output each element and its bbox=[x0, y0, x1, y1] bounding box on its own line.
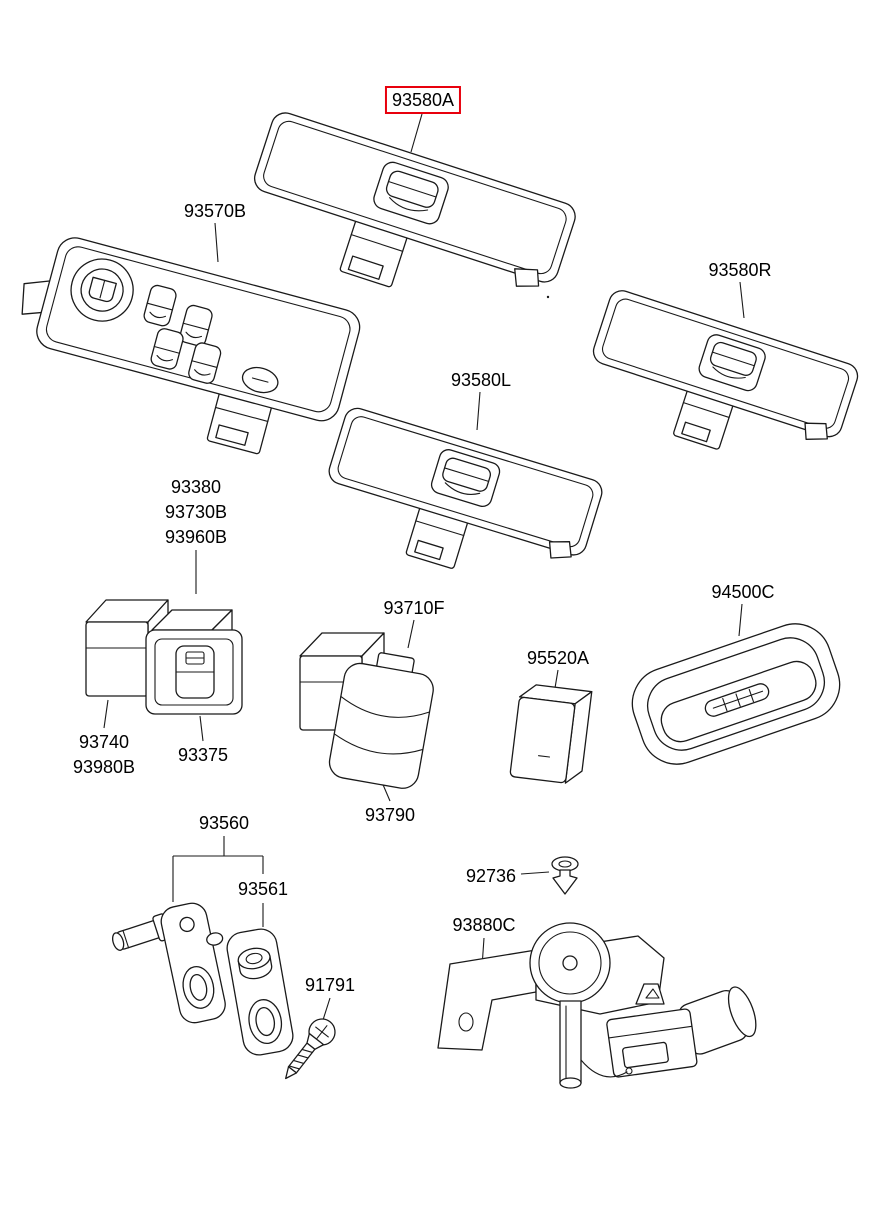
part-drawing-93561 bbox=[226, 928, 294, 1056]
part-label-93710F[interactable]: 93710F bbox=[383, 598, 445, 618]
part-label-93980B[interactable]: 93980B bbox=[72, 757, 136, 777]
part-drawing-95520A bbox=[509, 684, 593, 784]
highlight-box: 93580A bbox=[384, 86, 462, 114]
part-label-93375[interactable]: 93375 bbox=[177, 745, 229, 765]
part-drawing-92736 bbox=[551, 856, 579, 895]
part-label-91791[interactable]: 91791 bbox=[304, 975, 356, 995]
part-label-94500C[interactable]: 94500C bbox=[711, 582, 775, 602]
part-label-93790[interactable]: 93790 bbox=[364, 805, 416, 825]
part-label-93380[interactable]: 93380 bbox=[170, 477, 222, 497]
part-drawing-93880C bbox=[437, 922, 757, 1089]
part-drawing-93580A bbox=[253, 112, 576, 288]
part-label-92736[interactable]: 92736 bbox=[465, 866, 517, 886]
part-drawing-94500C bbox=[631, 623, 841, 765]
part-label-93580R[interactable]: 93580R bbox=[708, 260, 772, 280]
part-label-93730B[interactable]: 93730B bbox=[164, 502, 228, 522]
part-label-93580A[interactable]: 93580A bbox=[384, 86, 462, 114]
part-label-group-93740: 93740 93980B bbox=[73, 730, 135, 780]
part-drawing-93580R bbox=[592, 290, 859, 450]
part-label-group-93380: 93380 93730B 93960B bbox=[165, 475, 227, 550]
speck bbox=[546, 295, 550, 299]
part-drawing-93380-group bbox=[85, 599, 243, 715]
part-label-93580L[interactable]: 93580L bbox=[450, 370, 512, 390]
part-label-93561[interactable]: 93561 bbox=[237, 879, 289, 899]
part-drawing-91791 bbox=[285, 1018, 336, 1080]
part-drawing-93560 bbox=[111, 902, 226, 1024]
part-drawing-93580L bbox=[328, 407, 603, 569]
part-drawing-93790 bbox=[328, 652, 434, 789]
part-label-95520A[interactable]: 95520A bbox=[526, 648, 590, 668]
part-label-93960B[interactable]: 93960B bbox=[164, 527, 228, 547]
part-label-93570B[interactable]: 93570B bbox=[183, 201, 247, 221]
part-label-93560[interactable]: 93560 bbox=[198, 813, 250, 833]
part-label-93880C[interactable]: 93880C bbox=[452, 915, 516, 935]
leader-lines bbox=[103, 113, 745, 1021]
part-label-93740[interactable]: 93740 bbox=[78, 732, 130, 752]
part-drawing-93570B bbox=[21, 237, 361, 455]
